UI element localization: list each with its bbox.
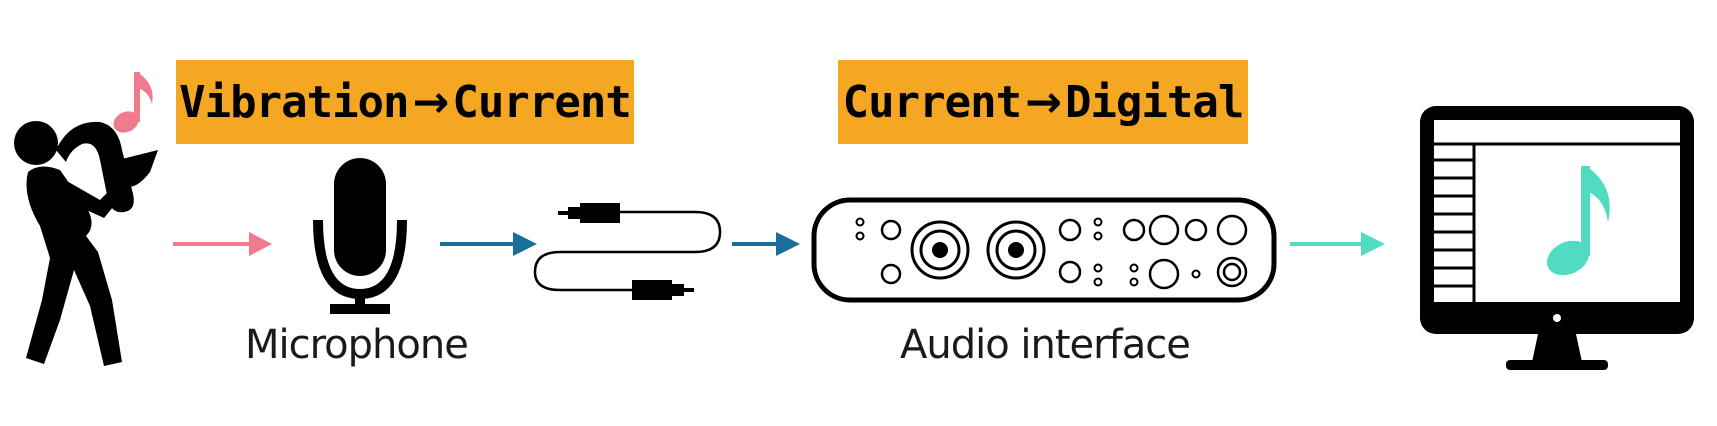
arrow-teal — [1290, 232, 1385, 256]
label-to: Current — [452, 76, 631, 128]
stage-label-current-digital: Current → Digital — [838, 60, 1248, 144]
arrow-pink — [173, 232, 272, 256]
microphone-caption: Microphone — [245, 322, 469, 368]
saxophone-player-icon — [14, 121, 158, 366]
label-arrow: → — [412, 76, 450, 128]
label-from: Vibration — [179, 76, 409, 128]
audio-interface-icon — [811, 197, 1277, 303]
music-note-icon — [113, 72, 153, 133]
label-to: Digital — [1064, 76, 1244, 128]
label-from: Current — [842, 76, 1022, 128]
audio-cable-icon — [533, 203, 722, 300]
arrow-blue — [732, 232, 800, 256]
arrow-blue — [440, 232, 537, 256]
music-note-icon — [1546, 166, 1610, 276]
microphone-icon — [313, 158, 407, 314]
computer-monitor-icon — [1420, 106, 1694, 370]
stage-label-vibration-current: Vibration → Current — [176, 60, 634, 144]
label-arrow: → — [1025, 76, 1062, 128]
audio-interface-caption: Audio interface — [900, 322, 1191, 368]
